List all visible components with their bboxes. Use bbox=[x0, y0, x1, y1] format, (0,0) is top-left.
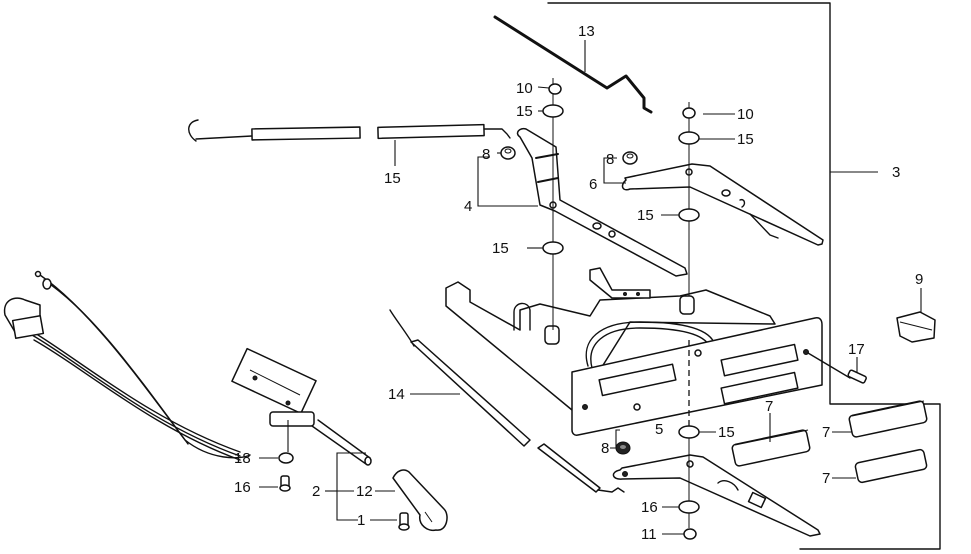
knob-part-7[interactable] bbox=[848, 400, 928, 438]
callout-8: 8 bbox=[606, 151, 614, 168]
callout-3: 3 bbox=[892, 164, 900, 181]
switch-knob-part-11[interactable] bbox=[392, 469, 448, 532]
heater-control-body[interactable] bbox=[445, 267, 851, 436]
callout-10: 11 bbox=[641, 526, 657, 543]
callout-2: 2 bbox=[312, 483, 320, 500]
callout-18: 18 bbox=[234, 450, 251, 467]
screw-part-1[interactable] bbox=[398, 512, 410, 531]
callout-6: 6 bbox=[589, 176, 597, 193]
callout-13: 14 bbox=[388, 386, 405, 403]
bushing-8[interactable] bbox=[278, 452, 294, 464]
callout-14: 15 bbox=[384, 170, 401, 187]
callout-15: 15 bbox=[737, 131, 754, 148]
knob-part-7[interactable] bbox=[731, 429, 811, 467]
washer-15[interactable] bbox=[678, 208, 700, 222]
callout-7: 7 bbox=[822, 470, 830, 487]
callout-8: 8 bbox=[482, 146, 490, 163]
fan-switch-part-2[interactable] bbox=[3, 270, 372, 466]
lever-part-4[interactable] bbox=[516, 127, 688, 277]
knob-part-7[interactable] bbox=[854, 448, 928, 484]
hardware bbox=[278, 83, 700, 540]
bulb-cover-part-9[interactable] bbox=[896, 311, 936, 343]
lever-part-5[interactable] bbox=[612, 454, 821, 537]
washer-15[interactable] bbox=[542, 241, 564, 255]
callout-15: 15 bbox=[718, 424, 735, 441]
washer-15[interactable] bbox=[542, 104, 564, 118]
washer-15[interactable] bbox=[678, 500, 700, 514]
callout-10: 10 bbox=[737, 106, 754, 123]
bushing-8[interactable] bbox=[615, 441, 631, 455]
callout-7: 7 bbox=[765, 398, 773, 415]
nut-10[interactable] bbox=[548, 83, 562, 95]
rod-part-12[interactable] bbox=[493, 15, 653, 114]
callout-labels: 13 10 15 10 15 8 15 8 6 4 15 15 3 9 17 1… bbox=[234, 23, 923, 543]
screw-part-17[interactable] bbox=[847, 369, 867, 384]
callout-10: 10 bbox=[516, 80, 533, 97]
screws bbox=[279, 369, 867, 531]
callout-15: 15 bbox=[516, 103, 533, 120]
callout-7: 7 bbox=[822, 424, 830, 441]
callout-1: 1 bbox=[357, 512, 365, 529]
callout-16: 16 bbox=[234, 479, 251, 496]
nut-10[interactable] bbox=[683, 528, 697, 540]
nut-10[interactable] bbox=[682, 107, 696, 119]
lever-part-6[interactable] bbox=[621, 163, 824, 246]
washer-15[interactable] bbox=[678, 425, 700, 439]
callout-15: 16 bbox=[641, 499, 658, 516]
callout-11: 12 bbox=[356, 483, 373, 500]
callout-9: 9 bbox=[915, 271, 923, 288]
callout-4: 4 bbox=[464, 198, 472, 215]
callout-12: 13 bbox=[578, 23, 595, 40]
callout-8: 8 bbox=[601, 440, 609, 457]
knobs-part-7 bbox=[731, 400, 928, 484]
callout-17: 17 bbox=[848, 341, 865, 358]
leader-lines bbox=[259, 40, 922, 535]
bushing-8[interactable] bbox=[622, 151, 638, 165]
cable-part-14[interactable] bbox=[188, 119, 511, 142]
assembly-3-boundary bbox=[547, 2, 941, 550]
screw-part-16[interactable] bbox=[279, 475, 291, 492]
callout-15: 15 bbox=[492, 240, 509, 257]
callout-5: 5 bbox=[655, 421, 663, 438]
washer-15[interactable] bbox=[678, 131, 700, 145]
cable-part-13[interactable] bbox=[389, 309, 625, 493]
bushing-8[interactable] bbox=[500, 146, 516, 160]
callout-15: 15 bbox=[637, 207, 654, 224]
